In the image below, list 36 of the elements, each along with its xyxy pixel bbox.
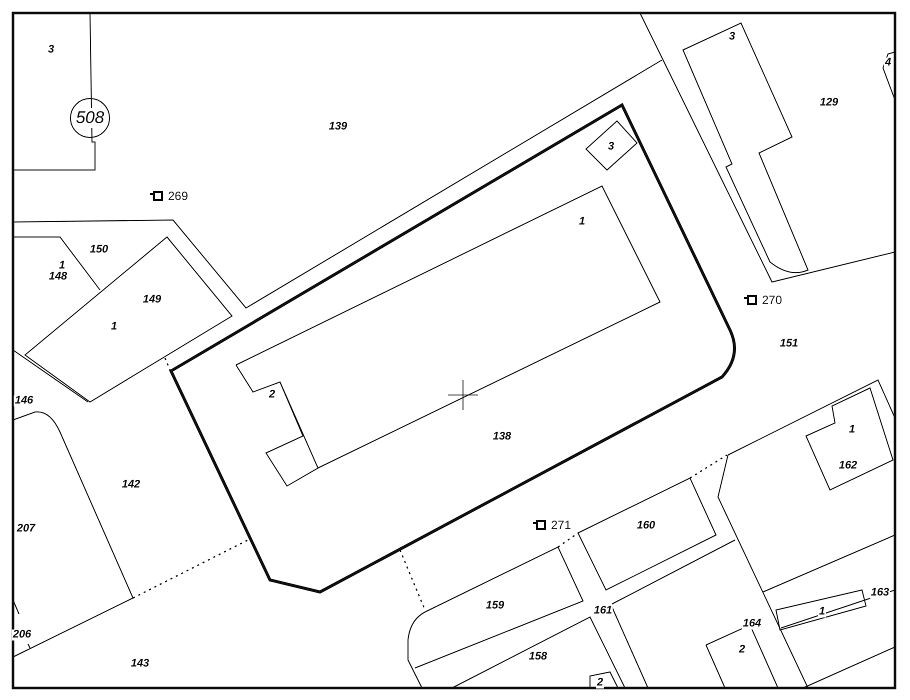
- parcel-number: 148: [48, 272, 68, 282]
- parcel-number: 1: [848, 424, 856, 436]
- parcel-number: 1: [578, 216, 586, 228]
- parcel-number: 158: [528, 652, 548, 662]
- parcel-number: 160: [636, 520, 656, 532]
- parcel-number: 143: [130, 658, 150, 670]
- parcel-number: 163: [870, 588, 890, 598]
- parcel-number: 206: [12, 630, 32, 640]
- parcel-number: 2: [268, 390, 276, 400]
- parcel-number: 3: [728, 32, 736, 42]
- parcel-number: 1: [110, 322, 118, 332]
- parcel-number: 1: [818, 606, 826, 618]
- parcel-number: 162: [838, 460, 858, 472]
- point-number: 269: [168, 190, 188, 202]
- point-number: 271: [551, 519, 572, 531]
- parcel-number: 164: [742, 618, 762, 630]
- parcel-number: 129: [818, 98, 840, 108]
- parcel-number: 3: [606, 142, 616, 152]
- parcel-number: 2: [738, 644, 746, 656]
- parcel-number: 2: [596, 678, 604, 688]
- parcel-number: 150: [88, 244, 110, 256]
- parcel-number: 139: [328, 122, 348, 132]
- parcel-number: 138: [492, 432, 512, 442]
- parcel-number: 1: [58, 260, 66, 272]
- parcel-number: 3: [46, 44, 56, 56]
- parcel-number: 149: [142, 294, 162, 306]
- number-text: 508: [76, 108, 104, 128]
- circled-number: [70, 98, 110, 138]
- parcel-number: 151: [778, 338, 800, 350]
- parcel-number: 159: [484, 600, 506, 612]
- parcel-number: 4: [884, 58, 892, 68]
- parcel-number: 142: [120, 480, 142, 490]
- parcel-number: 161: [592, 606, 614, 616]
- parcel-number: 146: [14, 396, 34, 406]
- point-number: 270: [762, 294, 782, 306]
- parcel-number: 207: [16, 524, 36, 534]
